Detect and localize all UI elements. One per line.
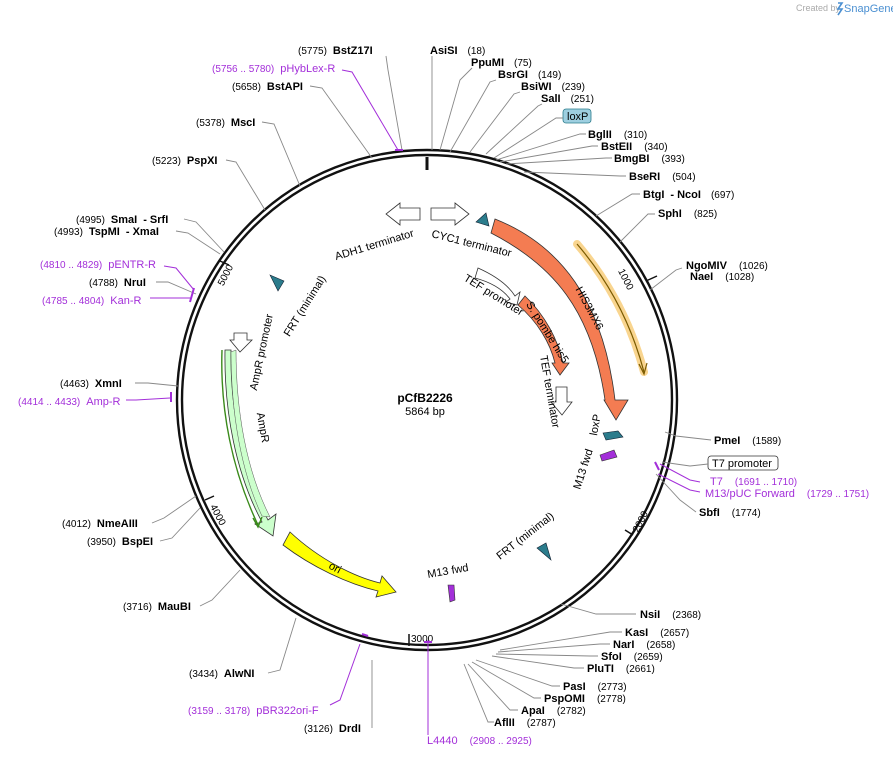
- t7-promoter-box[interactable]: T7 promoter: [707, 455, 779, 471]
- loxp-inner-marker[interactable]: [602, 430, 624, 441]
- site-ppumi[interactable]: PpuMI(75): [471, 57, 532, 69]
- svg-text:3000: 3000: [411, 634, 434, 645]
- backbone-inner: [180, 153, 674, 647]
- loxp-top-marker[interactable]: [475, 212, 490, 227]
- site-pluti[interactable]: PluTI(2661): [587, 663, 655, 675]
- svg-text:1000: 1000: [615, 267, 635, 292]
- site-bmgbi[interactable]: BmgBI(393): [614, 153, 685, 165]
- ampr-promoter-label: AmpR promoter: [248, 313, 276, 392]
- m13-fwd-bottom-marker[interactable]: [447, 584, 456, 603]
- site-smai-srfi[interactable]: (4995)SmaI- SrfI: [76, 214, 168, 226]
- snapgene-logo-icon: [836, 2, 844, 16]
- site-nsii[interactable]: NsiI(2368): [640, 609, 701, 621]
- loxp-box-leader: [493, 117, 563, 159]
- m13-fwd-bottom-label: M13 fwd: [426, 562, 469, 581]
- frt-left-label: FRT (minimal): [282, 274, 329, 339]
- frt-right-marker[interactable]: [536, 542, 552, 561]
- primer-phyblex-r[interactable]: (5756 .. 5780)pHybLex-R: [212, 63, 335, 75]
- primer-amp-r[interactable]: (4414 .. 4433)Amp-R: [18, 396, 121, 408]
- svg-text:2000: 2000: [631, 509, 651, 534]
- site-apai[interactable]: ApaI(2782): [521, 705, 586, 717]
- site-btgi-ncoi[interactable]: BtgI- NcoI(697): [643, 189, 734, 201]
- cyc1-terminator-feature[interactable]: [430, 202, 470, 226]
- site-aflii[interactable]: AflII(2787): [494, 717, 556, 729]
- ampr-strand-arrowhead: [252, 516, 263, 529]
- t7-promoter-leader: [661, 461, 709, 467]
- loxp-box-label: loxP: [567, 111, 588, 123]
- site-drdi[interactable]: (3126)DrdI: [304, 723, 361, 735]
- primer-leader-lines: [126, 69, 701, 735]
- snapgene-brand-label: SnapGene: [844, 3, 893, 15]
- tick-2000: 2000: [624, 509, 651, 536]
- m13-fwd-right-marker[interactable]: [599, 449, 618, 462]
- m13-fwd-right-label: M13 fwd: [571, 448, 595, 491]
- site-bsrgi[interactable]: BsrGI(149): [498, 69, 561, 81]
- tef-terminator-feature[interactable]: [550, 386, 573, 416]
- created-by-label: Created by: [796, 3, 841, 13]
- ori-feature[interactable]: [282, 531, 397, 598]
- loxp-inner-label: loxP: [588, 413, 604, 436]
- site-xmni[interactable]: (4463)XmnI: [60, 378, 122, 390]
- primer-l4440[interactable]: L4440(2908 .. 2925): [427, 735, 532, 747]
- highlight-arrowhead: [638, 362, 648, 376]
- his3mx6-feature[interactable]: [490, 218, 629, 421]
- site-bspei[interactable]: (3950)BspEI: [87, 536, 153, 548]
- tick-5000: 5000: [216, 260, 236, 288]
- site-bsiwi[interactable]: BsiWI(239): [521, 81, 585, 93]
- primer-kan-r[interactable]: (4785 .. 4804)Kan-R: [42, 295, 142, 307]
- plasmid-size: 5864 bp: [405, 406, 445, 418]
- primer-pentr-r[interactable]: (4810 .. 4829)pENTR-R: [40, 259, 156, 271]
- site-nmeaiii[interactable]: (4012)NmeAIII: [62, 518, 138, 530]
- ampr-label: AmpR: [254, 412, 271, 444]
- frt-left-marker[interactable]: [269, 274, 285, 292]
- primer-pbr322ori-f[interactable]: (3159 .. 3178)pBR322ori-F: [188, 705, 319, 717]
- highlight-band-core: [576, 243, 645, 373]
- site-maubi[interactable]: (3716)MauBI: [123, 601, 191, 613]
- site-nrui[interactable]: (4788)NruI: [89, 277, 146, 289]
- tick-3000: 3000: [408, 634, 434, 646]
- site-pasi[interactable]: PasI(2773): [563, 681, 627, 693]
- adh1-terminator-label: ADH1 terminator: [334, 228, 416, 264]
- site-asisi[interactable]: AsiSI(18): [430, 45, 485, 57]
- adh1-terminator-feature[interactable]: [385, 202, 421, 226]
- site-psppomi[interactable]: PspOMI(2778): [544, 693, 626, 705]
- site-bsteii[interactable]: BstEII(340): [601, 141, 668, 153]
- primer-t7[interactable]: T7(1691 .. 1710): [710, 476, 797, 488]
- site-sphi[interactable]: SphI(825): [658, 208, 717, 220]
- site-kasi[interactable]: KasI(2657): [625, 627, 689, 639]
- site-tspmi-xmai[interactable]: (4993)TspMI- XmaI: [54, 226, 159, 238]
- site-ngomiv[interactable]: NgoMIV(1026): [686, 260, 768, 272]
- primer-m13-puc-forward[interactable]: M13/pUC Forward(1729 .. 1751): [705, 488, 869, 500]
- site-bglii[interactable]: BglII(310): [588, 129, 647, 141]
- loxp-box[interactable]: loxP: [562, 108, 592, 124]
- s-pombe-his5-feature[interactable]: [517, 295, 570, 376]
- site-sali[interactable]: SalI(251): [541, 93, 594, 105]
- backbone-outer: [175, 148, 679, 652]
- site-bstapi[interactable]: (5658)BstAPI: [232, 81, 303, 93]
- t7-promoter-box-label: T7 promoter: [712, 458, 772, 470]
- svg-text:5000: 5000: [216, 263, 236, 288]
- site-bstz17i[interactable]: (5775)BstZ17I: [298, 45, 373, 57]
- site-nari[interactable]: NarI(2658): [613, 639, 675, 651]
- site-sbfi[interactable]: SbfI(1774): [699, 507, 761, 519]
- site-pspxi[interactable]: (5223)PspXI: [152, 155, 217, 167]
- site-bseri[interactable]: BseRI(504): [629, 171, 696, 183]
- site-sfoi[interactable]: SfoI(2659): [601, 651, 663, 663]
- tef-promoter-feature[interactable]: [474, 267, 521, 306]
- site-msci[interactable]: (5378)MscI: [196, 117, 255, 129]
- leader-lines: [135, 55, 712, 728]
- ampr-fill: [230, 349, 271, 518]
- ori-label: ori: [327, 560, 343, 576]
- ampr-promoter-feature[interactable]: [229, 332, 253, 353]
- site-pmei[interactable]: PmeI(1589): [714, 435, 781, 447]
- site-naei[interactable]: NaeI(1028): [690, 271, 754, 283]
- plasmid-name: pCfB2226: [397, 391, 453, 405]
- ampr-strand-line: [221, 349, 259, 526]
- site-alwni[interactable]: (3434)AlwNI: [189, 668, 254, 680]
